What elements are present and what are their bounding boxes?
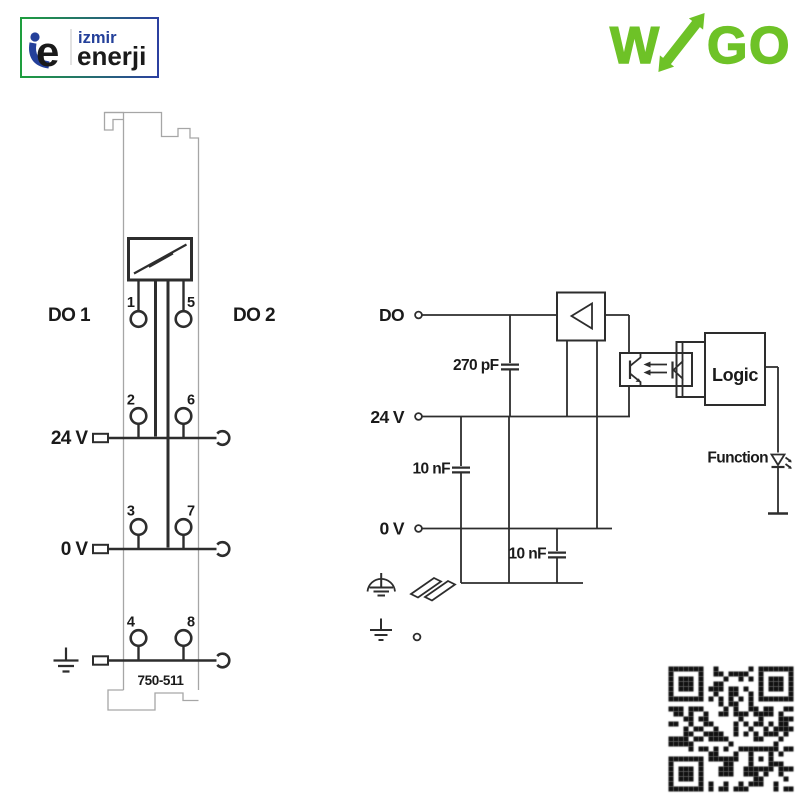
enerji-word: enerji [77,41,146,71]
driver-triangle-icon [569,301,593,331]
izmir-monogram-e: e [36,28,59,72]
svg-text:4: 4 [127,615,135,631]
module-channel-left-label: DO 1 [48,305,91,326]
module-drawing: DO 1 DO 2 24 V 0 V 750-511 1 5 2 6 3 7 4… [48,237,276,688]
wago-letter-g: G [707,17,747,74]
terminal-0v [414,524,423,533]
led-icon [769,453,792,469]
cap-10nf-upper-label: 10 nF [413,461,451,478]
izmir-word: izmir [78,29,117,47]
terminal-contacts [129,309,193,648]
svg-text:8: 8 [187,615,195,631]
cage-clamp-icon-earth [216,652,231,669]
din-rail-icon [409,576,457,602]
izmir-enerji-logo: e izmir enerji [20,17,159,78]
cage-clamp-icon-0v [216,540,231,558]
module-0v-label: 0 V [61,539,89,560]
schematic-0v-label: 0 V [380,519,405,539]
wago-arrow-icon [658,13,705,72]
module-housing-outline [103,111,200,711]
cap-270pf-label: 270 pF [453,357,499,374]
driver-diagonal [133,243,188,275]
part-number-label: 750-511 [138,673,185,688]
qr-code [666,664,796,794]
blade-connector-earth [92,655,109,666]
svg-text:7: 7 [187,504,195,520]
logic-label: Logic [712,365,758,385]
protective-earth-icon [366,573,396,597]
pin-number-labels: 1 5 2 6 3 7 4 8 [127,295,196,631]
izmir-monogram-icon: e [29,28,59,75]
svg-text:3: 3 [127,504,135,520]
svg-text:1: 1 [127,295,135,311]
circuit-schematic: Logic DO 24 V 0 V 270 pF 10 nF 10 nF [366,291,792,642]
svg-text:2: 2 [127,393,135,409]
cage-clamp-icon-24v [216,429,231,447]
module-24v-label: 24 V [51,428,89,449]
svg-text:5: 5 [187,295,195,311]
wago-letters: W G O [609,13,790,74]
wago-letter-w: W [610,17,660,74]
blade-connector-0v [92,543,109,555]
blade-connector-24v [92,432,109,444]
wago-logo: W G O [609,13,790,74]
cap-10nf-lower-label: 10 nF [509,546,547,563]
izmir-enerji-logo-art: e izmir enerji [29,28,146,75]
driver-diagonal-short [148,252,174,268]
terminal-24v [414,412,423,421]
wago-letter-o: O [749,17,789,74]
schematic-24v-label: 24 V [370,407,405,427]
capacitor-270pf-icon [501,363,519,371]
logic-box [704,332,766,406]
optocoupler-icon [619,341,708,398]
schematic-do-label: DO [379,305,404,325]
capacitor-10nf-lower-icon [548,551,566,559]
driver-box [556,291,606,342]
earth-icon [53,647,79,673]
terminal-do [414,310,423,320]
terminal-fe [412,632,422,642]
functional-earth-icon [370,618,392,641]
svg-text:6: 6 [187,393,195,409]
function-label: Function [707,450,768,467]
module-channel-right-label: DO 2 [233,305,275,326]
capacitor-10nf-upper-icon [452,466,470,474]
